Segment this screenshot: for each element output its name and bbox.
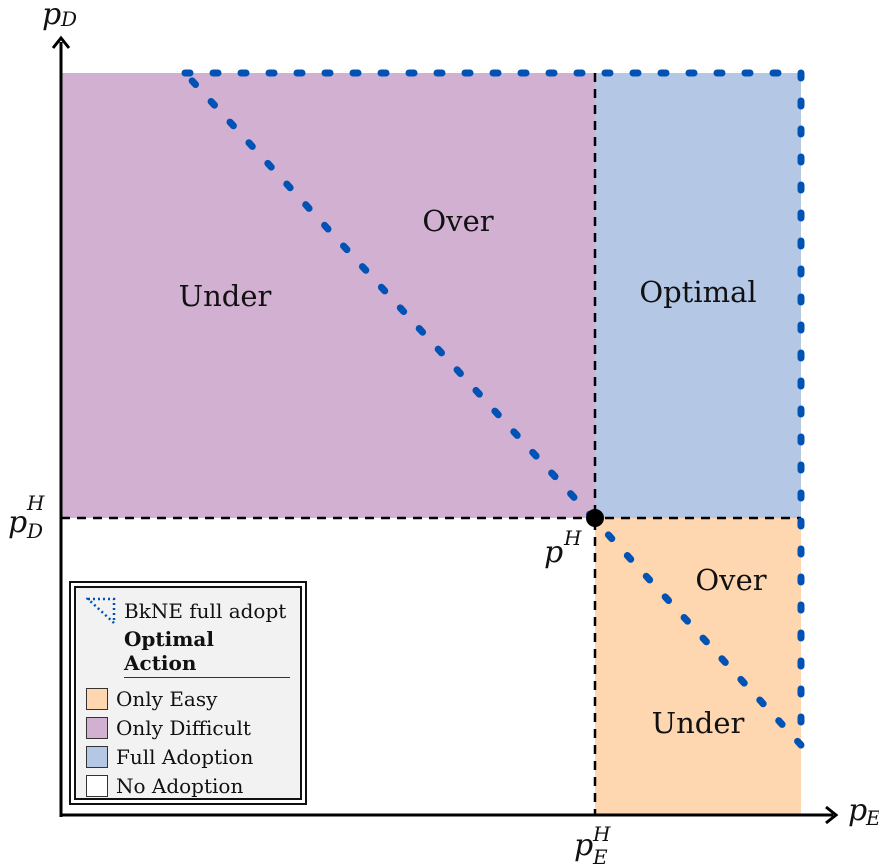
legend-item-label: Only Difficult — [116, 715, 251, 740]
svg-text:D: D — [60, 7, 77, 31]
legend-item-only-easy: Only Easy — [86, 684, 290, 713]
legend-item-label: Only Easy — [116, 686, 218, 711]
legend-title: Optimal Action — [124, 627, 290, 678]
legend-swatch-only-easy — [86, 687, 108, 710]
x-axis-arrow-icon — [825, 805, 839, 825]
svg-text:H: H — [563, 526, 582, 550]
x-tick-label: p H E — [574, 822, 611, 867]
svg-text:E: E — [865, 806, 879, 830]
svg-text:H: H — [592, 822, 611, 846]
label-over-easy: Over — [695, 563, 766, 597]
svg-text:D: D — [26, 519, 43, 543]
svg-text:H: H — [26, 491, 45, 515]
legend-swatch-only-difficult — [86, 716, 108, 739]
legend-item-label: Full Adoption — [116, 744, 254, 769]
legend-item-full-adoption: Full Adoption — [86, 742, 290, 771]
svg-text:p: p — [8, 505, 27, 540]
legend-swatch-full-adoption — [86, 745, 108, 768]
svg-text:E: E — [592, 845, 608, 867]
legend-line-label: BkNE full adopt — [124, 598, 287, 623]
legend-item-no-adoption: No Adoption — [86, 771, 290, 800]
bkne-boundary-line — [177, 69, 805, 754]
legend-item-only-difficult: Only Difficult — [86, 713, 290, 742]
legend: BkNE full adopt Optimal Action Only Easy… — [74, 586, 302, 800]
svg-text:p: p — [574, 828, 593, 863]
y-axis-label: p D — [42, 0, 77, 32]
svg-text:p: p — [544, 535, 563, 570]
equilibrium-point — [586, 509, 604, 527]
point-label: p H — [544, 526, 582, 570]
svg-text:p: p — [42, 0, 61, 32]
only-difficult-region — [61, 73, 595, 518]
only-easy-region — [595, 518, 801, 815]
full-adoption-region — [595, 73, 801, 518]
label-under-easy: Under — [652, 706, 745, 740]
label-under-difficult: Under — [179, 279, 272, 313]
label-optimal: Optimal — [639, 275, 756, 309]
legend-swatch-no-adoption — [86, 774, 108, 797]
dotted-triangle-icon — [86, 597, 116, 626]
y-tick-label: p H D — [8, 491, 45, 543]
y-axis-arrow-icon — [51, 35, 71, 49]
svg-text:p: p — [848, 793, 867, 828]
legend-item-label: No Adoption — [116, 773, 244, 798]
legend-item-bkne: BkNE full adopt — [86, 596, 290, 626]
label-over-difficult: Over — [422, 204, 493, 238]
x-axis-label: p E — [848, 793, 879, 830]
